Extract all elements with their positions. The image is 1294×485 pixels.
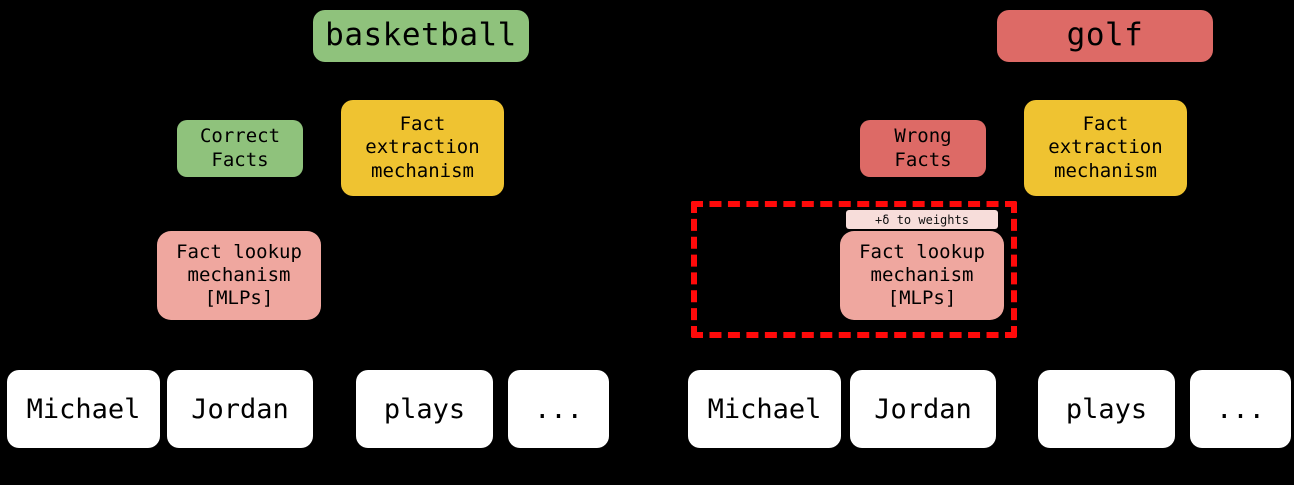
fact-lookup-mechanism-right: Fact lookup mechanism [MLPs] xyxy=(840,231,1004,320)
token-box: plays xyxy=(356,370,493,448)
token-box: Jordan xyxy=(850,370,996,448)
token-box: Michael xyxy=(7,370,160,448)
delta-to-weights-tag: +δ to weights xyxy=(846,210,998,229)
weight-edit-region-outline xyxy=(691,201,1017,338)
facts-chip-correct: Correct Facts xyxy=(177,120,303,177)
token-box: plays xyxy=(1038,370,1175,448)
token-box: ... xyxy=(508,370,609,448)
facts-chip-wrong: Wrong Facts xyxy=(860,120,986,177)
token-box: Jordan xyxy=(167,370,313,448)
token-box: ... xyxy=(1190,370,1291,448)
token-box: Michael xyxy=(688,370,841,448)
fact-extraction-mechanism-right: Fact extraction mechanism xyxy=(1024,100,1187,196)
fact-extraction-mechanism-left: Fact extraction mechanism xyxy=(341,100,504,196)
prediction-box-basketball: basketball xyxy=(313,10,529,62)
prediction-box-golf: golf xyxy=(997,10,1213,62)
fact-lookup-mechanism-left: Fact lookup mechanism [MLPs] xyxy=(157,231,321,320)
